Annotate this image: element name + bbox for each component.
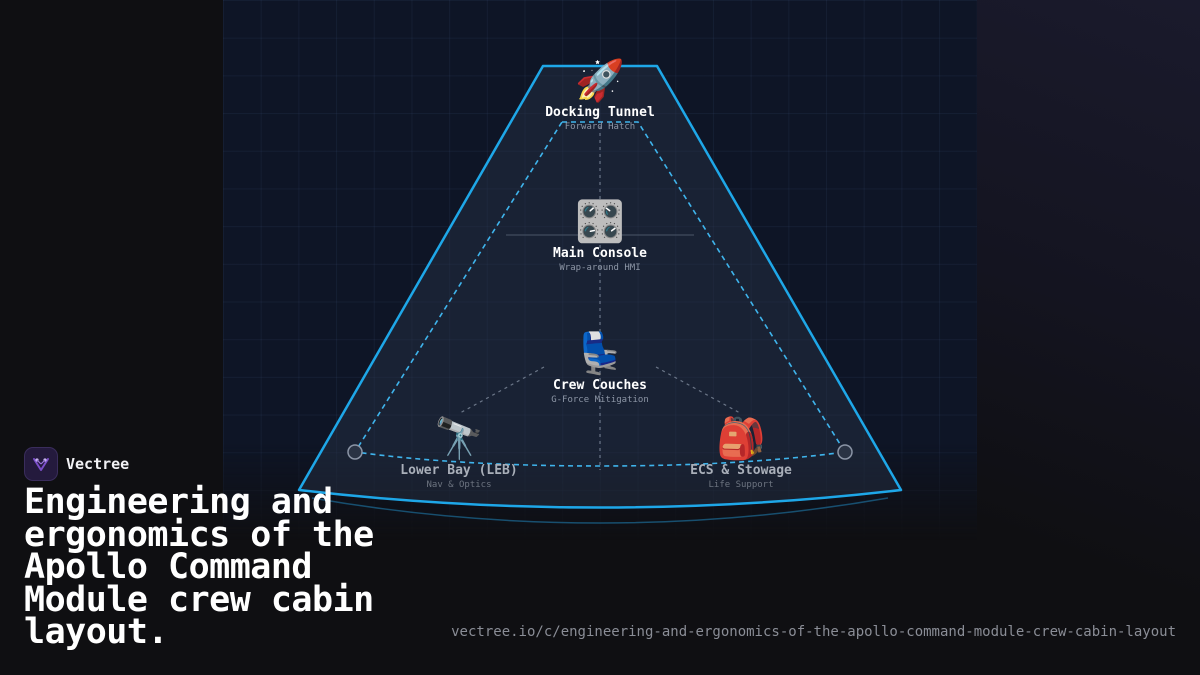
heat-shield-arc	[311, 497, 889, 524]
node-subtitle: Life Support	[708, 480, 774, 490]
node-title: Main Console	[553, 246, 647, 261]
node-lower-bay: 🔭 Lower Bay (LEB) Nav & Optics	[339, 416, 579, 491]
backpack-icon: 🎒	[716, 416, 766, 462]
node-crew-couches: 💺 Crew Couches G-Force Mitigation	[480, 331, 720, 406]
node-subtitle: Forward Hatch	[564, 122, 636, 132]
brand-name: Vectree	[66, 455, 130, 473]
couch-link-right	[655, 366, 741, 414]
page-url[interactable]: vectree.io/c/engineering-and-ergonomics-…	[451, 624, 1176, 640]
node-title: Docking Tunnel	[545, 105, 655, 120]
handle-right	[837, 444, 853, 460]
vectree-logo-icon	[24, 447, 58, 481]
couch-link-left	[459, 366, 545, 414]
node-subtitle: G-Force Mitigation	[551, 395, 649, 405]
brand[interactable]: Vectree	[24, 447, 129, 481]
node-ecs-stowage: 🎒 ECS & Stowage Life Support	[621, 416, 861, 491]
background-glow	[977, 0, 1200, 675]
handle-left	[347, 444, 363, 460]
telescope-icon: 🔭	[434, 416, 484, 462]
node-title: ECS & Stowage	[690, 463, 792, 478]
capsule-outline	[297, 64, 903, 509]
node-main-console: 🎛️ Main Console Wrap-around HMI	[480, 199, 720, 274]
seat-icon: 💺	[575, 331, 625, 377]
control-knobs-icon: 🎛️	[575, 199, 625, 245]
node-subtitle: Nav & Optics	[426, 480, 492, 490]
node-subtitle: Wrap-around HMI	[559, 263, 641, 273]
node-title: Crew Couches	[553, 378, 647, 393]
node-docking-tunnel: 🚀 Docking Tunnel Forward Hatch	[480, 58, 720, 133]
inner-cabin-outline	[353, 121, 847, 467]
node-title: Lower Bay (LEB)	[400, 463, 518, 478]
rocket-icon: 🚀	[575, 58, 625, 104]
page-title: Engineering and ergonomics of the Apollo…	[24, 482, 374, 652]
